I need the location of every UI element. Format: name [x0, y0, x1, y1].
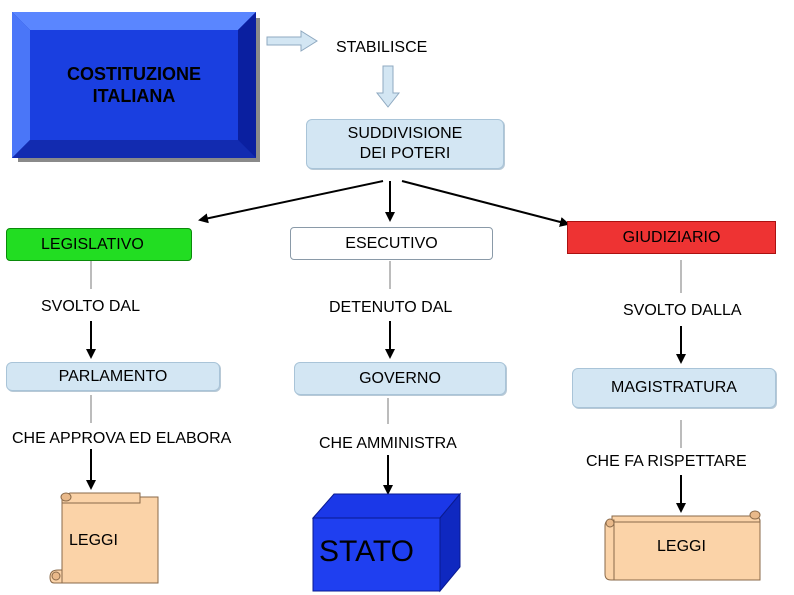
title-line-2: ITALIANA: [93, 85, 176, 107]
holder-magistratura: MAGISTRATURA: [572, 368, 776, 408]
link-che-fa-rispettare: CHE FA RISPETTARE: [586, 452, 747, 472]
power-esecutivo: ESECUTIVO: [290, 227, 493, 260]
holder-magistratura-label: MAGISTRATURA: [611, 378, 737, 398]
right-block-arrow: [267, 31, 317, 51]
center-line-2: DEI POTERI: [360, 144, 451, 164]
power-esecutivo-label: ESECUTIVO: [345, 234, 437, 254]
center-line-1: SUDDIVISIONE: [348, 124, 463, 144]
power-legislativo: LEGISLATIVO: [6, 228, 192, 261]
result-leggi-1: LEGGI: [69, 531, 118, 551]
arrow-to-legislativo: [200, 181, 383, 220]
arrow-to-giudiziario: [402, 181, 568, 224]
down-block-arrow: [377, 66, 399, 107]
link-che-approva: CHE APPROVA ED ELABORA: [12, 429, 231, 449]
power-legislativo-label: LEGISLATIVO: [41, 235, 144, 255]
holder-governo-label: GOVERNO: [359, 369, 441, 389]
title-text: COSTITUZIONE ITALIANA: [30, 30, 238, 140]
power-giudiziario: GIUDIZIARIO: [567, 221, 776, 254]
result-leggi-2: LEGGI: [657, 537, 706, 557]
result-stato: STATO: [319, 535, 414, 569]
relation-stabilisce: STABILISCE: [336, 38, 427, 58]
link-detenuto-dal: DETENUTO DAL: [329, 298, 452, 318]
center-node: SUDDIVISIONE DEI POTERI: [306, 119, 504, 169]
holder-governo: GOVERNO: [294, 362, 506, 395]
holder-parlamento-label: PARLAMENTO: [59, 367, 168, 387]
link-svolto-dalla: SVOLTO DALLA: [623, 301, 742, 321]
power-giudiziario-label: GIUDIZIARIO: [623, 228, 721, 248]
link-che-amministra: CHE AMMINISTRA: [319, 434, 457, 454]
title-line-1: COSTITUZIONE: [67, 63, 201, 85]
link-svolto-dal: SVOLTO DAL: [41, 297, 140, 317]
holder-parlamento: PARLAMENTO: [6, 362, 220, 391]
